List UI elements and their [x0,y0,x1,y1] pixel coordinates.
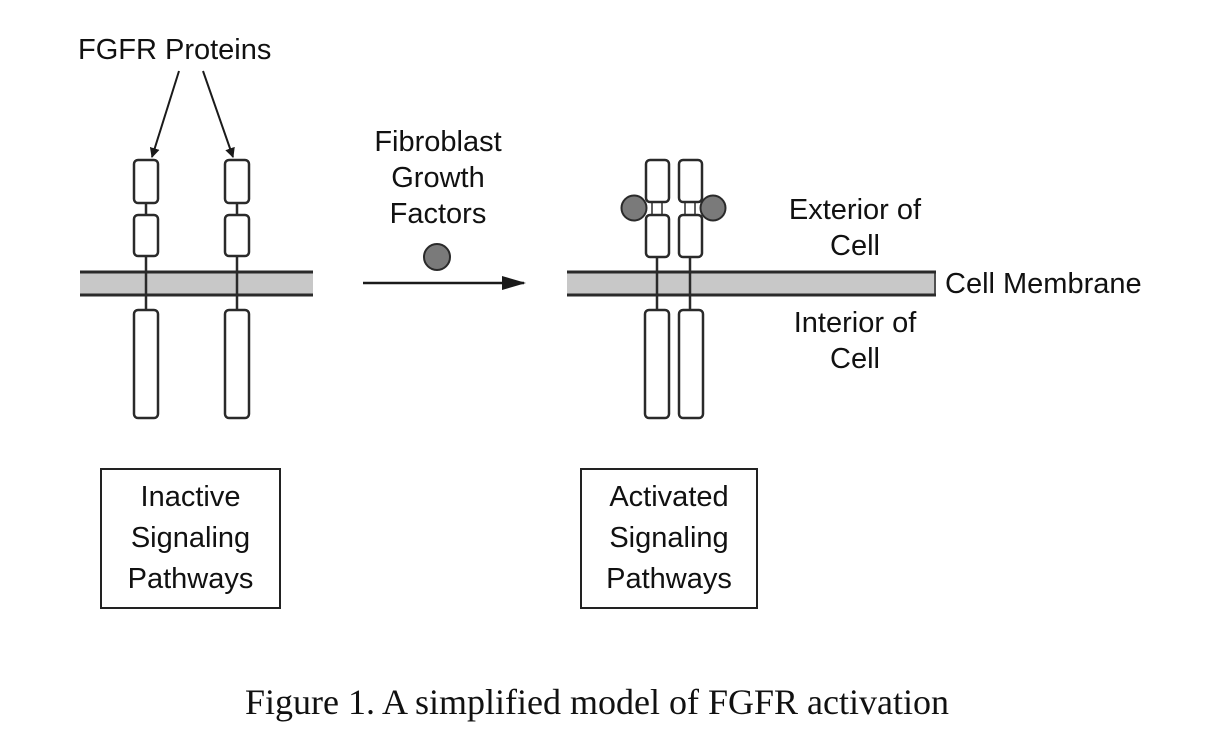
activated-box-line-1: Activated [609,481,729,513]
interior-line-1: Interior of [793,307,917,339]
inactive-receptor-1 [132,158,160,420]
interior-of-cell-label: Interior of Cell [770,305,940,377]
pointer-arrow-left [149,70,180,158]
inactive-box-line-3: Pathways [127,563,254,595]
growth-factors-line-1: Fibroblast [374,126,502,158]
activated-box-line-3: Pathways [606,563,732,595]
fgfr-proteins-label: FGFR Proteins [78,34,272,66]
inactive-signaling-box: Inactive Signaling Pathways [100,468,281,609]
figure-caption: Figure 1. A simplified model of FGFR act… [245,682,949,722]
pointer-arrow-right [202,70,235,158]
exterior-line-1: Exterior of [788,194,922,226]
growth-factors-line-3: Factors [389,198,487,230]
cell-membrane-label: Cell Membrane [945,268,1142,300]
activated-receptor-2 [677,158,705,420]
activated-signaling-box: Activated Signaling Pathways [580,468,758,609]
inactive-box-line-1: Inactive [140,481,241,513]
free-growth-factor-ligand [423,243,451,271]
inactive-receptor-2 [223,158,251,420]
bound-ligand-right [699,194,727,222]
activated-box-line-2: Signaling [609,522,729,554]
inactive-box-line-2: Signaling [130,522,251,554]
cell-membrane-left [80,270,313,297]
growth-factors-line-2: Growth [391,162,485,194]
growth-factors-label: Fibroblast Growth Factors [358,124,518,232]
exterior-line-2: Cell [830,230,880,262]
exterior-of-cell-label: Exterior of Cell [770,192,940,264]
cell-membrane-right [567,270,936,297]
activated-receptor-1 [643,158,671,420]
bound-ligand-left [620,194,648,222]
interior-line-2: Cell [830,343,880,375]
